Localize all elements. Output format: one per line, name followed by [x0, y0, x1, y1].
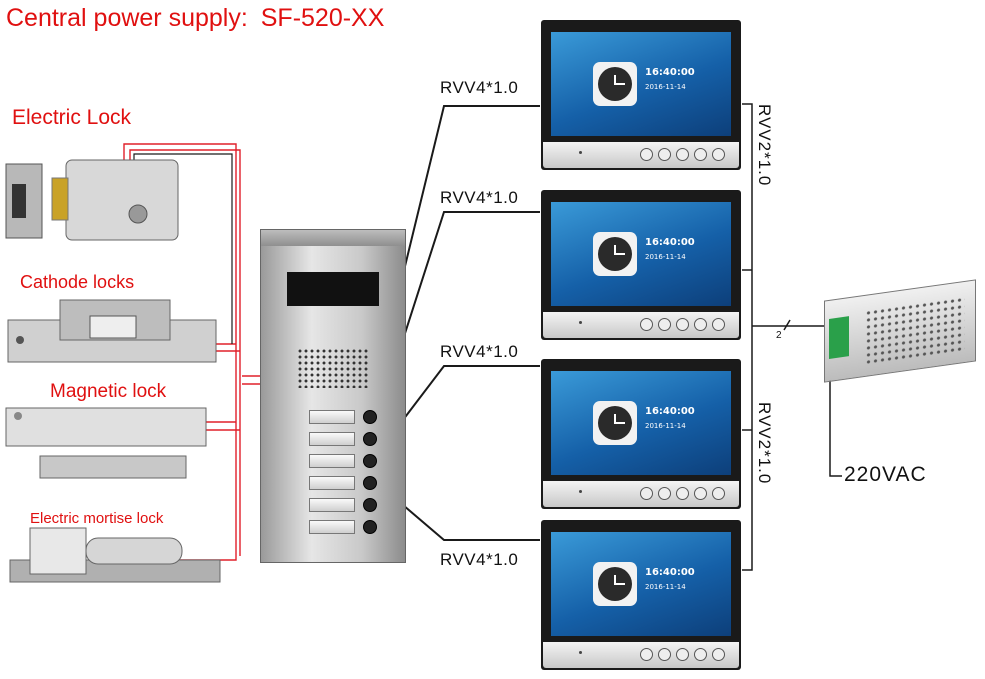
- indoor-monitor-1: 16:40:00 2016-11-14: [541, 20, 741, 170]
- electric-lock-label: Electric Lock: [12, 106, 132, 129]
- monitor-screen: 16:40:00 2016-11-14: [551, 32, 731, 136]
- monitor-time: 16:40:00: [645, 237, 695, 248]
- magnetic-lock-drawing: [5, 407, 207, 479]
- cable-terminal: [363, 454, 377, 468]
- call-key: [309, 454, 355, 468]
- monitor-bezel: [543, 642, 739, 668]
- monitor-button: [676, 648, 689, 661]
- electric-lock-drawing: [5, 159, 179, 241]
- indoor-monitor-4: 16:40:00 2016-11-14: [541, 520, 741, 670]
- rvv4-label-3: RVV4*1.0: [440, 342, 519, 361]
- speaker-grille: [297, 348, 369, 388]
- indoor-monitor-3: 16:40:00 2016-11-14: [541, 359, 741, 509]
- monitor-date: 2016-11-14: [645, 253, 686, 261]
- monitor-button: [658, 148, 671, 161]
- monitor-button: [658, 648, 671, 661]
- monitor-button: [712, 648, 725, 661]
- monitor-button: [640, 487, 653, 500]
- camera-window: [287, 272, 379, 306]
- monitor-date: 2016-11-14: [645, 583, 686, 591]
- call-key: [309, 410, 355, 424]
- monitor-button: [640, 648, 653, 661]
- cable-terminal: [363, 498, 377, 512]
- call-key: [309, 520, 355, 534]
- psu-terminal: [829, 316, 849, 359]
- monitor-button: [658, 487, 671, 500]
- mortise-lock-label: Electric mortise lock: [30, 510, 164, 527]
- rvv4-label-1: RVV4*1.0: [440, 78, 519, 97]
- monitor-button: [694, 648, 707, 661]
- monitor-bezel: [543, 312, 739, 338]
- monitor-screen: 16:40:00 2016-11-14: [551, 202, 731, 306]
- diagram-title: Central power supply: SF-520-XX: [6, 4, 384, 33]
- cable-terminal: [363, 520, 377, 534]
- monitor-button: [640, 318, 653, 331]
- monitor-button: [676, 318, 689, 331]
- monitor-screen: 16:40:00 2016-11-14: [551, 532, 731, 636]
- rvv4-label-2: RVV4*1.0: [440, 188, 519, 207]
- rvv2-label-2: RVV2*1.0: [755, 402, 774, 485]
- title-model: SF-520-XX: [260, 4, 385, 32]
- panel-top: [261, 230, 405, 246]
- magnetic-lock-label: Magnetic lock: [50, 381, 167, 402]
- clock-icon: [593, 62, 637, 106]
- monitor-time: 16:40:00: [645, 567, 695, 578]
- psu-vent: [865, 295, 965, 366]
- ac-input-label: 220VAC: [844, 463, 927, 486]
- cathode-lock-drawing: [7, 299, 217, 363]
- monitor-bezel: [543, 142, 739, 168]
- monitor-date: 2016-11-14: [645, 83, 686, 91]
- cable-terminal: [363, 476, 377, 490]
- monitor-time: 16:40:00: [645, 406, 695, 417]
- call-key: [309, 432, 355, 446]
- cathode-lock-label: Cathode locks: [20, 272, 135, 292]
- monitor-button: [694, 487, 707, 500]
- monitor-button: [676, 487, 689, 500]
- call-key: [309, 476, 355, 490]
- monitor-button: [712, 148, 725, 161]
- monitor-button: [694, 148, 707, 161]
- monitor-button: [694, 318, 707, 331]
- title-prefix: Central power supply:: [6, 4, 248, 32]
- cable-terminal: [363, 432, 377, 446]
- wire-count-label: 2: [776, 330, 782, 341]
- monitor-button: [658, 318, 671, 331]
- monitor-button: [640, 148, 653, 161]
- rvv4-label-4: RVV4*1.0: [440, 550, 519, 569]
- monitor-button: [712, 487, 725, 500]
- monitor-date: 2016-11-14: [645, 422, 686, 430]
- lock-wires-black: [133, 153, 233, 344]
- monitor-button: [676, 148, 689, 161]
- mortise-lock-drawing: [9, 527, 221, 583]
- call-key: [309, 498, 355, 512]
- monitor-time: 16:40:00: [645, 67, 695, 78]
- clock-icon: [593, 401, 637, 445]
- cable-terminal: [363, 410, 377, 424]
- clock-icon: [593, 232, 637, 276]
- monitor-screen: 16:40:00 2016-11-14: [551, 371, 731, 475]
- rvv2-bus: [742, 103, 842, 571]
- clock-icon: [593, 562, 637, 606]
- door-station-panel: [260, 229, 406, 563]
- indoor-monitor-2: 16:40:00 2016-11-14: [541, 190, 741, 340]
- rvv2-label-1: RVV2*1.0: [755, 104, 774, 187]
- monitor-bezel: [543, 481, 739, 507]
- monitor-button: [712, 318, 725, 331]
